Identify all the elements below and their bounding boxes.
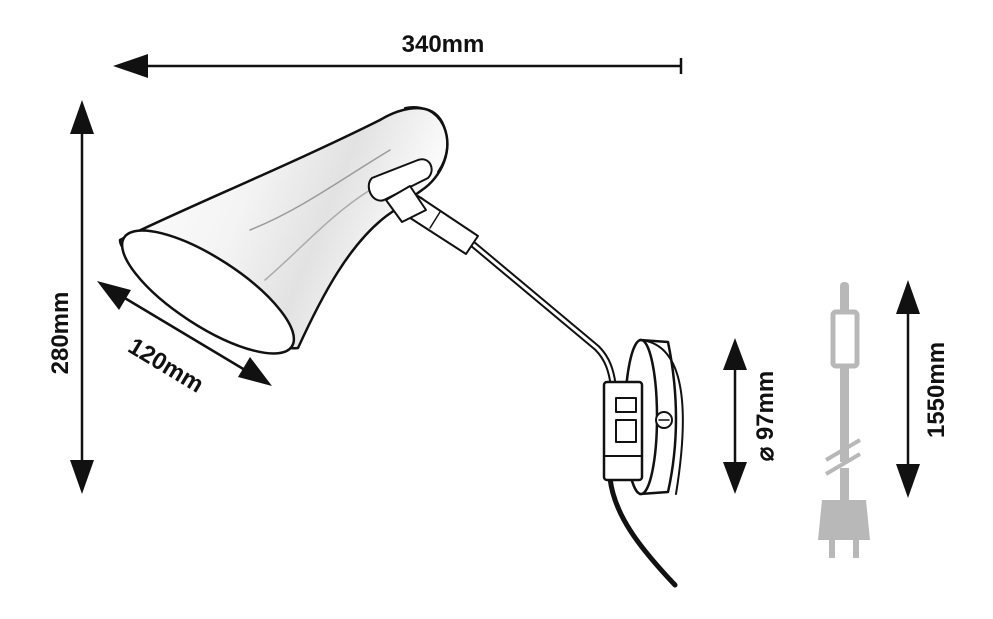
shade-highlight-2 (264, 189, 371, 281)
arm-joint-line (429, 211, 441, 229)
shade-diameter-arrow-start (97, 281, 131, 310)
lamp-shade-cap (404, 105, 449, 173)
cable-bottom-segment (840, 468, 849, 502)
width-arrow-head (113, 54, 148, 78)
shade-collar (367, 158, 433, 202)
plug-icon (818, 500, 870, 540)
power-cable (607, 475, 678, 588)
shade-highlight-1 (249, 149, 391, 231)
cable-middle-segment (840, 364, 849, 462)
base-diameter-top-arrow-head (723, 338, 747, 370)
height-top-arrow-head (70, 100, 94, 134)
inline-switch-icon (830, 309, 860, 369)
height-bottom-arrow-head (70, 460, 94, 494)
wall-base-back (639, 339, 684, 495)
height-dimension: 280mm (47, 100, 94, 494)
plug-pin-left (829, 540, 835, 558)
base-diameter-label: ⌀ 97mm (752, 371, 779, 462)
shade-arm-joint (385, 185, 427, 223)
bracket-switch (615, 397, 637, 413)
plug-pin-right (853, 540, 859, 558)
cable-length-label: 1550mm (923, 342, 950, 438)
shade-diameter-arrow-end (238, 357, 272, 386)
cable-length-bottom-arrow-head (896, 464, 920, 498)
height-label: 280mm (47, 292, 74, 375)
cable-break-mark-2 (824, 452, 862, 476)
base-diameter-dimension: ⌀ 97mm (723, 338, 779, 494)
cable-with-plug-icon (818, 282, 870, 558)
lamp-shade-opening (120, 229, 296, 355)
cable-break-mark-1 (824, 438, 862, 462)
shade-diameter-line (117, 292, 251, 375)
width-dimension: 340mm (113, 31, 683, 78)
cable-length-dimension: 1550mm (896, 280, 950, 498)
width-label: 340mm (402, 31, 485, 58)
bracket-clamp (615, 419, 637, 443)
cable-length-top-arrow-head (896, 280, 920, 314)
wall-lamp-drawing (118, 105, 684, 588)
cable-top-segment (840, 282, 849, 314)
shade-diameter-label: 120mm (123, 333, 208, 399)
lamp-shade (118, 106, 449, 350)
base-diameter-bottom-arrow-head (723, 462, 747, 494)
